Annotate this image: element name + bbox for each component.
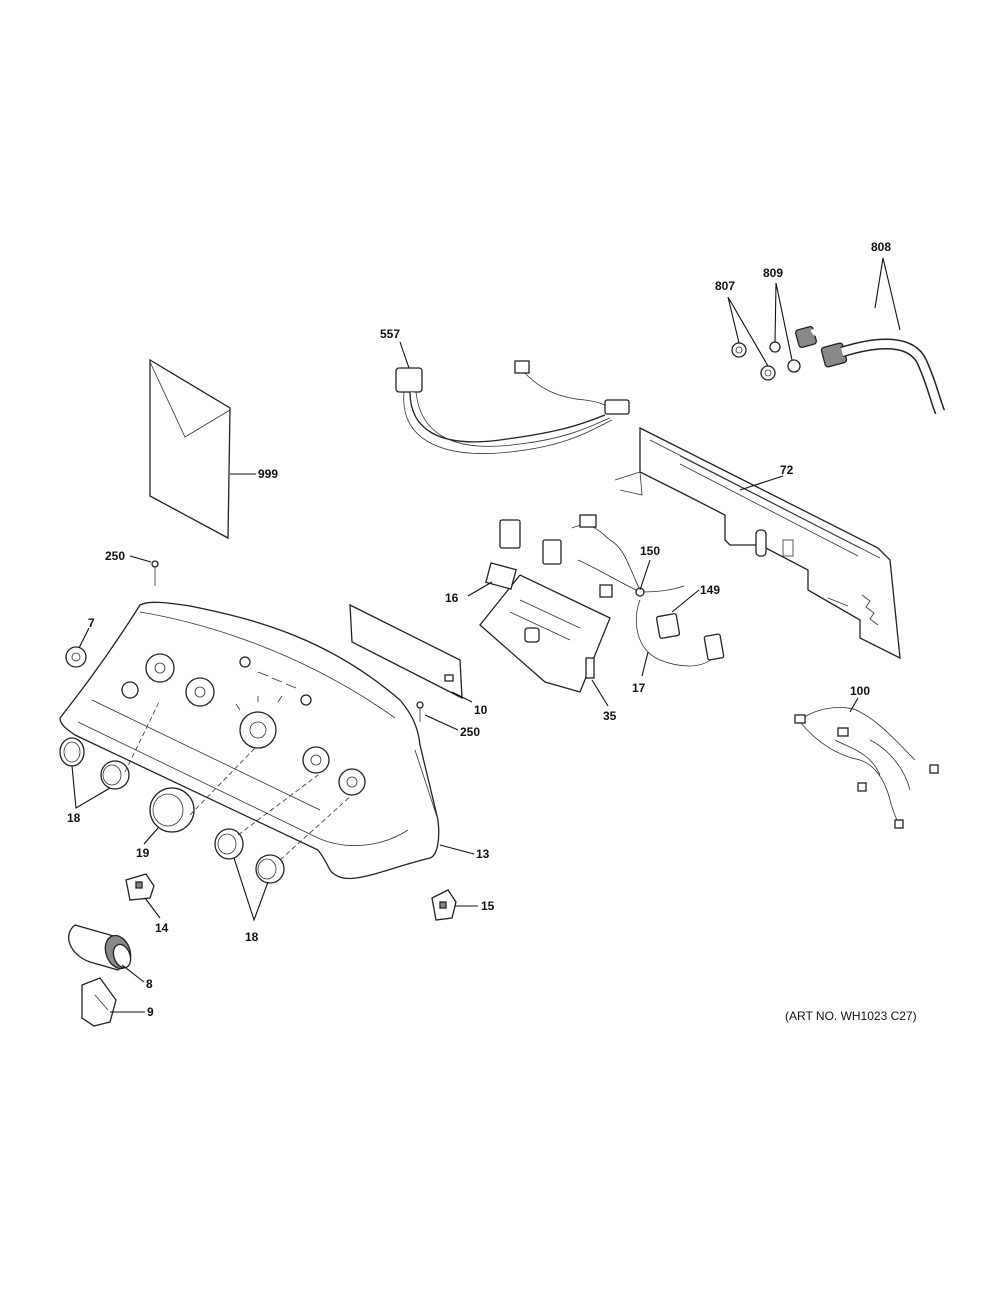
callout-18-right: 18 [245,930,259,944]
callout-808: 808 [871,240,891,254]
part-8-actuator [68,924,132,971]
part-35-control-board [479,514,641,693]
part-15-end-cap [431,889,457,921]
callout-150: 150 [640,544,660,558]
callout-100: 100 [850,684,870,698]
part-150-harness-clip [577,559,685,597]
part-18-knobs-left [59,699,161,790]
callout-149: 149 [700,583,720,597]
part-9-bracket [81,977,117,1027]
callout-557: 557 [380,327,400,341]
part-999-envelope [149,358,231,540]
callout-72: 72 [780,463,794,477]
callout-16: 16 [445,591,459,605]
part-807-washers [731,342,776,381]
part-72-rear-panel [614,426,901,660]
callout-13: 13 [476,847,490,861]
callout-19: 19 [136,846,150,860]
part-18-knobs-right [214,774,353,884]
part-14-end-cap [125,873,155,901]
art-number: (ART NO. WH1023 C27) [785,1009,917,1023]
part-17-harness-sensor [635,599,725,667]
callout-999: 999 [258,467,278,481]
part-250-screw-top [151,560,159,586]
callout-10: 10 [474,703,488,717]
callout-250-board: 250 [460,725,480,739]
callout-labels: 999 557 807 809 808 72 250 7 16 150 149 … [67,240,891,1019]
part-10-panel-overlay [349,603,463,700]
callout-15: 15 [481,899,495,913]
callout-807: 807 [715,279,735,293]
leader-lines [71,257,901,1013]
callout-14: 14 [155,921,169,935]
part-809-screens [769,341,801,373]
callout-17: 17 [632,681,646,695]
callout-250-top: 250 [105,549,125,563]
part-7-knob-insert [65,646,87,668]
part-808-fill-hoses [795,313,946,415]
part-149-sensor [655,613,681,639]
part-13-control-panel [59,601,440,880]
part-557-power-cord [395,360,630,454]
callout-809: 809 [763,266,783,280]
part-250-screw-board [416,701,424,722]
callout-9: 9 [147,1005,154,1019]
callout-7: 7 [88,616,95,630]
part-19-main-knob [149,747,256,833]
callout-18-left: 18 [67,811,81,825]
callout-35: 35 [603,709,617,723]
part-100-wire-harness [794,707,939,829]
callout-8: 8 [146,977,153,991]
